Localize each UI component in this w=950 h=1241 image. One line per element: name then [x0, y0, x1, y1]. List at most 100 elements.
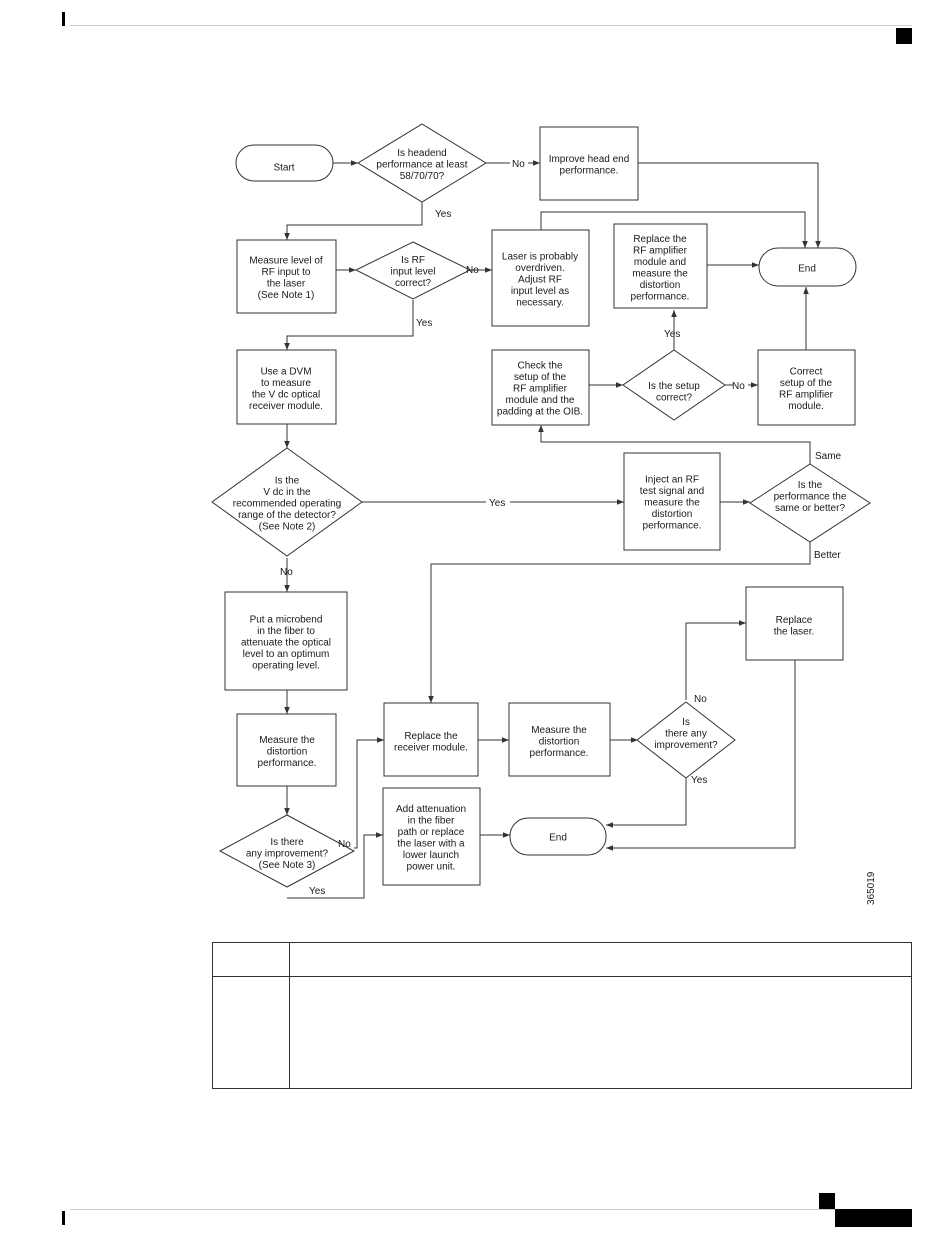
end-terminal-2 — [509, 817, 607, 856]
edge-label-yes-vdc: Yes — [489, 498, 505, 509]
node-label-q-setup-correct: Is the setup — [648, 381, 700, 392]
node-label-microbend: Put a microbend — [250, 615, 323, 626]
header-rule — [70, 25, 912, 26]
edge-q-same-better — [428, 542, 811, 703]
node-label-q-vdc-range: V dc in the — [263, 487, 311, 498]
node-label-microbend: operating level. — [252, 661, 320, 672]
node-label-measure-dist2: distortion — [539, 737, 580, 748]
decision-rf-correct — [354, 241, 472, 300]
process-replace-receiver — [383, 702, 479, 777]
decision-vdc-range — [211, 447, 363, 557]
node-label-measure-dist: Measure the — [259, 735, 315, 746]
footer-left-marker — [62, 1211, 65, 1225]
node-label-q-rf-correct: input level — [390, 267, 435, 278]
edge-q-any-no — [685, 620, 746, 700]
process-measure-distortion-2 — [508, 702, 611, 777]
node-label-replace-receiver: Replace the — [404, 731, 458, 742]
node-label-q-same-better: Is the — [798, 480, 823, 491]
node-label-use-dvm: to measure — [261, 378, 311, 389]
process-replace-laser — [745, 586, 844, 661]
edge-q-headend-yes — [284, 202, 423, 240]
node-label-add-attenuation: the laser with a — [397, 838, 465, 849]
node-label-use-dvm: receiver module. — [249, 401, 323, 412]
edge-label-no-rf: No — [466, 265, 479, 276]
process-use-dvm — [236, 349, 337, 425]
node-label-check-setup: RF amplifier — [513, 384, 568, 395]
node-label-q-vdc-range: Is the — [275, 476, 300, 487]
node-label-laser-overdriven: input level as — [511, 286, 569, 297]
node-label-add-attenuation: in the fiber — [408, 815, 455, 826]
process-inject-rf — [623, 452, 721, 551]
node-label-measure-rf: the laser — [267, 278, 306, 289]
node-label-q-setup-correct: correct? — [656, 392, 693, 403]
footer-rule — [70, 1209, 912, 1210]
header-left-marker — [62, 12, 65, 26]
node-label-improve-headend: performance. — [560, 165, 619, 176]
decision-any-improvement — [636, 701, 736, 779]
node-label-replace-rf-amp: distortion — [640, 280, 681, 291]
decision-same-better — [749, 463, 871, 543]
node-label-measure-rf: RF input to — [262, 267, 311, 278]
notes-table — [212, 942, 912, 1089]
edge-label-no-any: No — [694, 694, 707, 705]
node-label-replace-laser: the laser. — [774, 626, 815, 637]
notes-cell — [289, 942, 912, 977]
node-label-q-improve-note3: (See Note 3) — [259, 860, 316, 871]
process-measure-rf — [236, 239, 337, 314]
node-label-q-improve-note3: any improvement? — [246, 849, 329, 860]
process-measure-distortion — [236, 713, 337, 787]
node-label-q-headend: 58/70/70? — [400, 171, 445, 182]
node-label-q-rf-correct: Is RF — [401, 255, 425, 266]
node-label-measure-dist2: performance. — [530, 748, 589, 759]
node-label-measure-rf: (See Note 1) — [258, 290, 315, 301]
node-label-inject-rf: test signal and — [640, 486, 705, 497]
node-label-measure-dist2: Measure the — [531, 725, 587, 736]
edge-q-note3-yes — [287, 832, 383, 899]
process-improve-headend — [539, 126, 639, 201]
edge-q-any-yes — [606, 778, 687, 828]
node-label-q-headend: performance at least — [376, 160, 467, 171]
edge-label-yes-any: Yes — [691, 775, 707, 786]
edge-improve-to-end — [638, 162, 821, 248]
edge-label-yes-headend: Yes — [435, 209, 451, 220]
node-label-check-setup: Check the — [517, 361, 562, 372]
node-label-replace-rf-amp: measure the — [632, 268, 688, 279]
node-label-q-vdc-range: recommended operating — [233, 499, 341, 510]
node-label-q-improve-note3: Is there — [270, 837, 304, 848]
footer-page-block — [835, 1209, 912, 1227]
node-label-correct-setup: module. — [788, 401, 824, 412]
node-label-replace-rf-amp: module and — [634, 257, 686, 268]
edge-label-yes-rf: Yes — [416, 318, 432, 329]
footer-page-tab — [819, 1193, 835, 1209]
decision-headend — [357, 123, 487, 203]
node-label-end1: End — [798, 264, 816, 275]
node-label-laser-overdriven: overdriven. — [515, 263, 564, 274]
node-label-replace-rf-amp: performance. — [631, 291, 690, 302]
edge-label-no-headend: No — [512, 159, 525, 170]
node-label-check-setup: padding at the OIB. — [497, 407, 583, 418]
figure-id: 365019 — [866, 871, 877, 905]
node-label-use-dvm: the V dc optical — [252, 389, 320, 400]
node-label-q-any-improve: improvement? — [654, 740, 718, 751]
node-label-laser-overdriven: necessary. — [516, 298, 564, 309]
process-add-attenuation — [382, 787, 481, 886]
process-correct-setup — [757, 349, 856, 426]
node-label-improve-headend: Improve head end — [549, 154, 630, 165]
notes-table-row — [212, 976, 912, 1089]
node-label-inject-rf: measure the — [644, 498, 700, 509]
node-label-q-vdc-range: (See Note 2) — [259, 522, 316, 533]
node-label-q-same-better: same or better? — [775, 503, 845, 514]
process-check-setup — [491, 349, 590, 426]
decision-setup-correct — [622, 349, 726, 421]
node-label-check-setup: setup of the — [514, 372, 567, 383]
node-label-measure-rf: Measure level of — [249, 255, 323, 266]
node-label-correct-setup: Correct — [790, 366, 823, 377]
node-label-laser-overdriven: Adjust RF — [518, 275, 562, 286]
notes-cell — [212, 942, 290, 977]
edge-label-no-vdc: No — [280, 567, 293, 578]
edge-replace-laser-to-end2 — [606, 660, 796, 851]
node-label-laser-overdriven: Laser is probably — [502, 252, 578, 263]
process-replace-rf-amp — [613, 223, 708, 309]
node-label-q-any-improve: Is — [682, 717, 690, 728]
